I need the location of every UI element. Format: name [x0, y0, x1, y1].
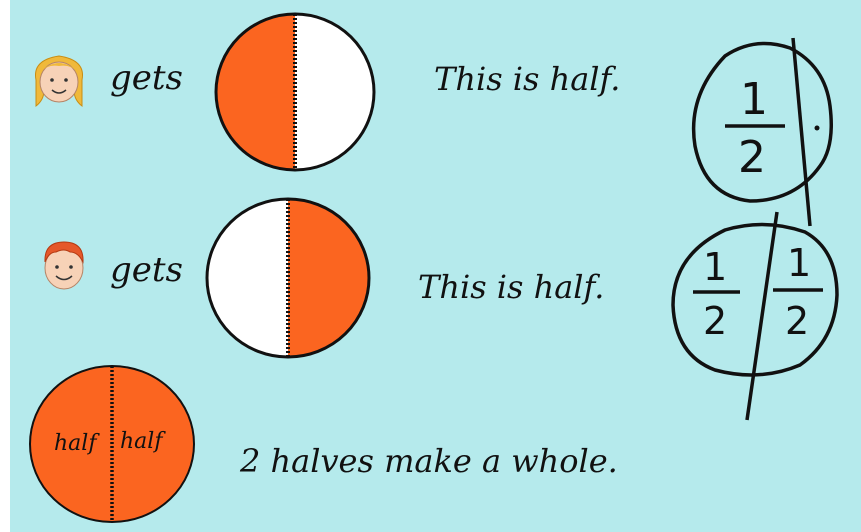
girl-face-icon	[30, 50, 88, 110]
boy-face-icon	[40, 238, 88, 294]
fraction-circle-two-halves: 1 2 1 2	[665, 210, 850, 430]
fraction-left-denominator: 2	[703, 299, 727, 343]
gets-label: gets	[110, 250, 183, 290]
half-circle-left-shaded	[215, 12, 385, 172]
whole-circle-two-halves: half half	[28, 364, 198, 526]
slide: gets This is half. 1 2 gets This is half…	[10, 0, 861, 532]
fraction-right-numerator: 1	[787, 241, 811, 285]
half-label-right: half	[120, 429, 166, 454]
half-label-left: half	[54, 431, 100, 456]
fraction-numerator: 1	[740, 74, 768, 125]
fraction-left-numerator: 1	[703, 245, 727, 289]
half-circle-right-shaded	[206, 196, 381, 361]
two-halves-caption: 2 halves make a whole.	[240, 442, 618, 480]
gets-label: gets	[110, 58, 183, 98]
fraction-circle-one-half: 1 2	[685, 36, 860, 236]
this-is-half-caption-1: This is half.	[434, 60, 620, 98]
this-is-half-caption-2: This is half.	[418, 268, 604, 306]
fraction-denominator: 2	[738, 132, 766, 183]
fraction-right-denominator: 2	[785, 299, 809, 343]
